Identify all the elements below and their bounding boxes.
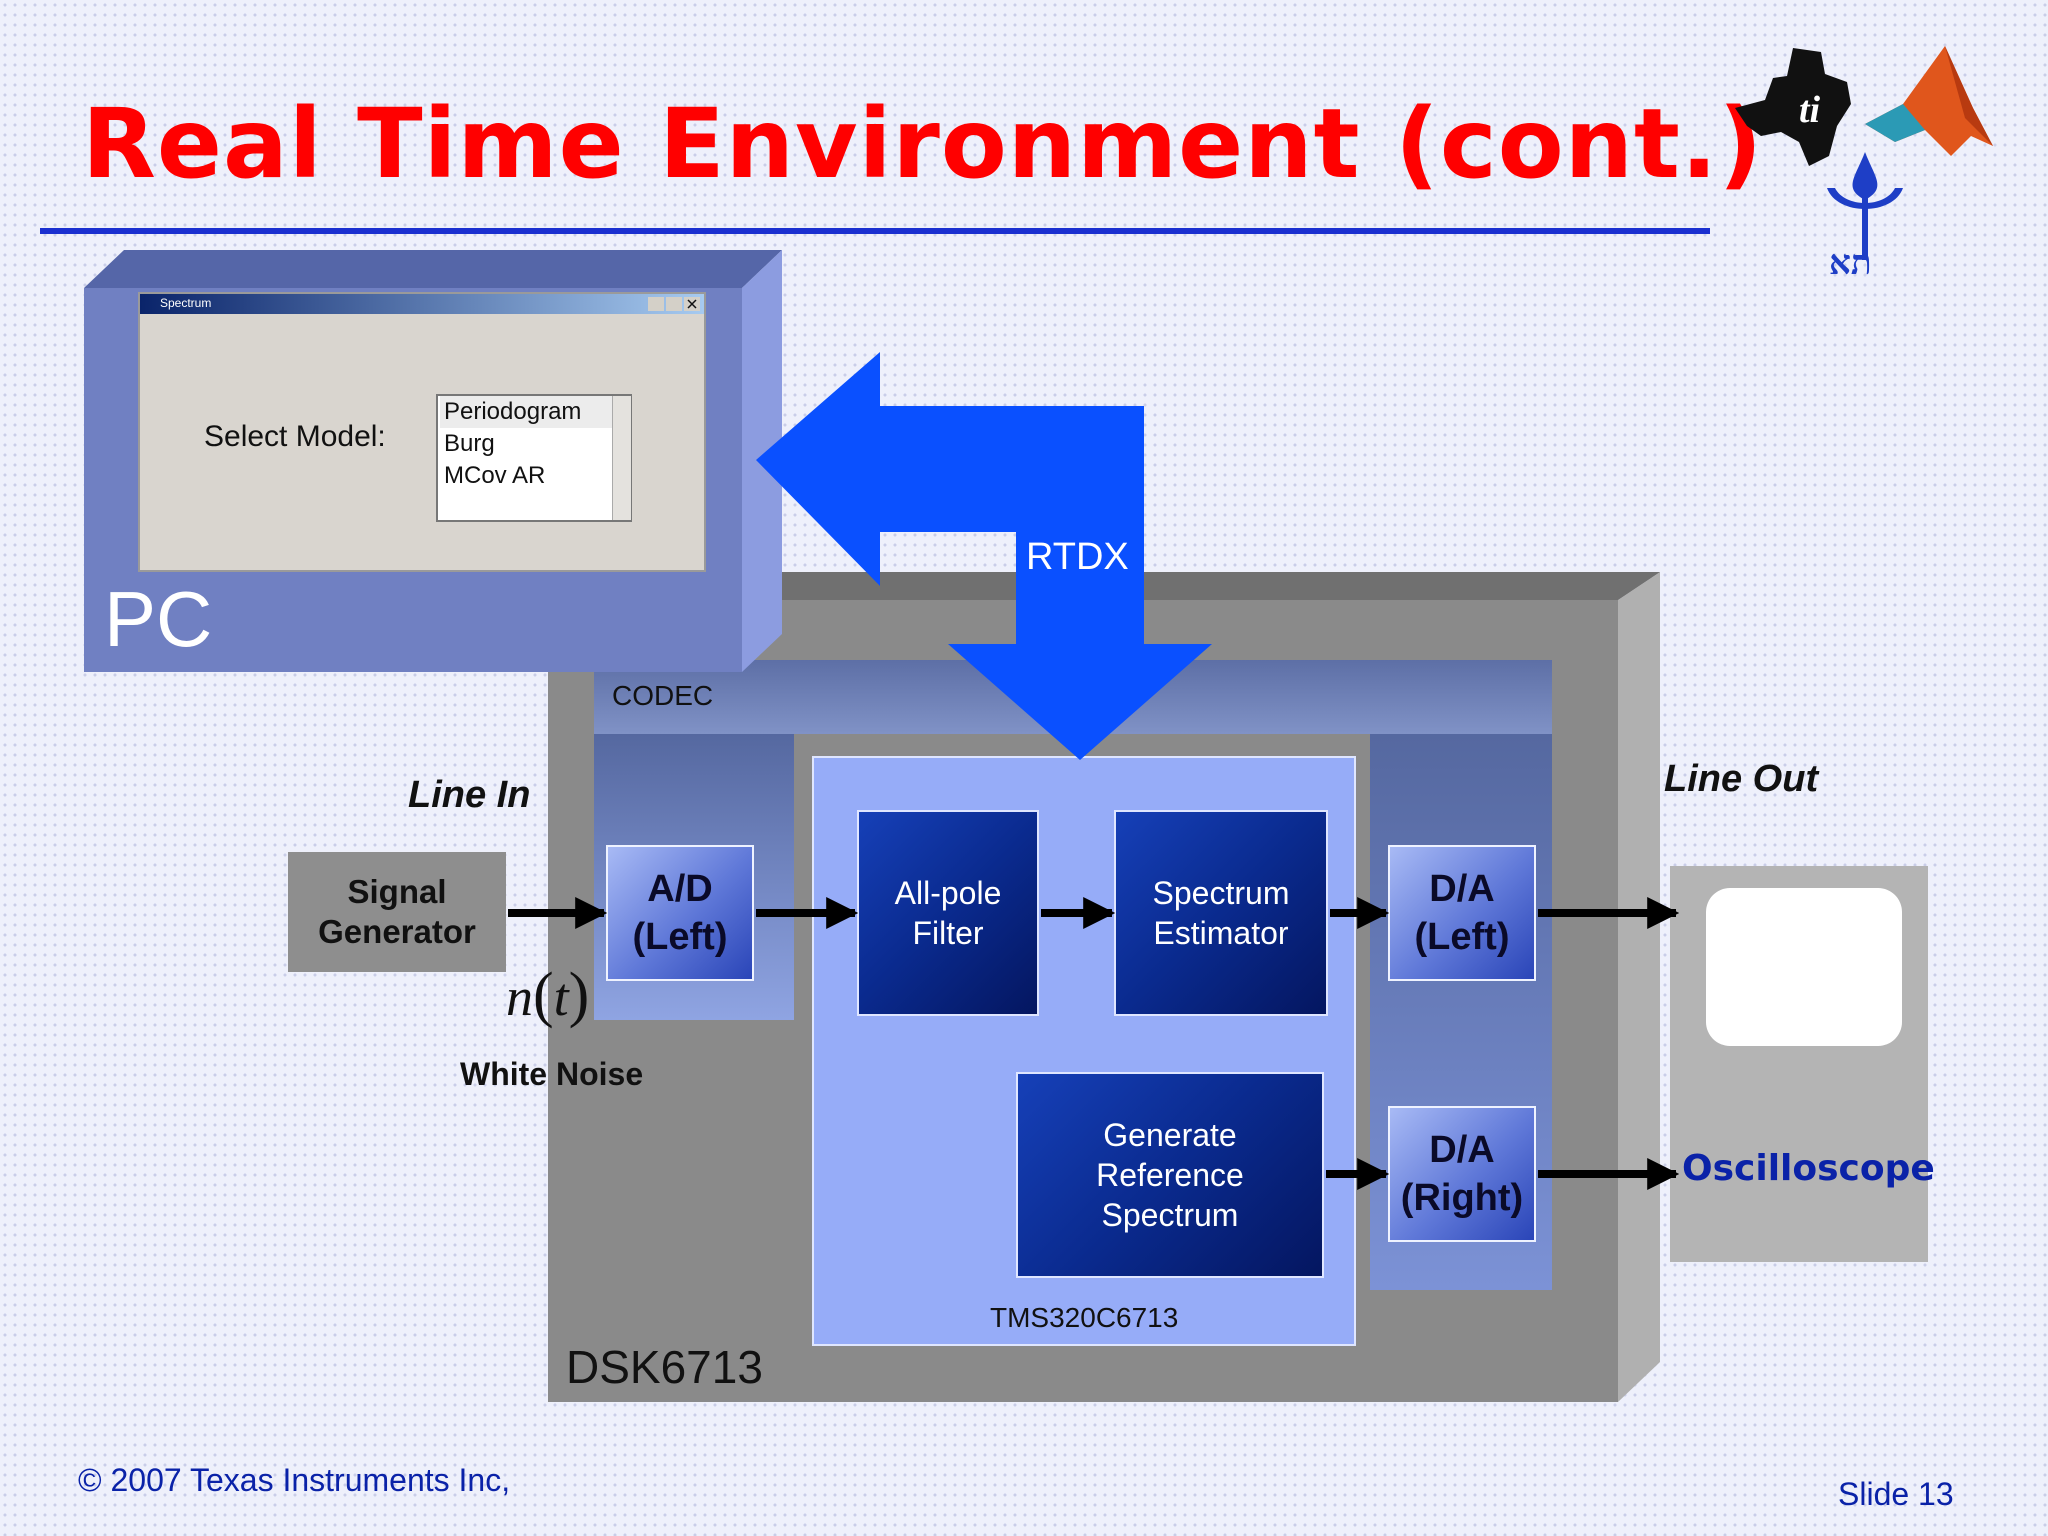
white-noise-label: White Noise: [460, 1056, 644, 1092]
dsk-label: DSK6713: [566, 1341, 763, 1393]
svg-text:ti: ti: [1799, 89, 1821, 131]
gen-ref-line-2: Reference: [1096, 1157, 1244, 1193]
model-option-periodogram[interactable]: Periodogram: [440, 396, 614, 428]
da-left-block: D/A (Left): [1388, 845, 1536, 981]
all-pole-line-1: All-pole: [894, 875, 1002, 911]
ad-left-line-2: (Left): [632, 916, 728, 958]
title-divider: [40, 228, 1710, 234]
line-in-label: Line In: [408, 774, 531, 816]
da-right-block: D/A (Right): [1388, 1106, 1536, 1242]
noise-expression: n(t): [506, 961, 590, 1029]
gen-ref-line-1: Generate: [1103, 1117, 1237, 1153]
signal-generator-line-2: Generator: [318, 913, 476, 950]
spectrum-window-titlebar: [140, 294, 704, 314]
spectrum-window-title: Spectrum: [160, 296, 212, 310]
da-left-line-1: D/A: [1429, 868, 1495, 910]
spectrum-line-1: Spectrum: [1152, 875, 1290, 911]
codec-label: CODEC: [612, 680, 714, 711]
da-right-line-1: D/A: [1429, 1129, 1495, 1171]
line-out-label: Line Out: [1664, 758, 1819, 800]
spectrum-estimator-block: Spectrum Estimator: [1114, 810, 1328, 1016]
svg-text:תא: תא: [1829, 243, 1872, 283]
model-option-mcov-ar[interactable]: MCov AR: [444, 462, 546, 489]
rtdx-label: RTDX: [1026, 536, 1129, 578]
all-pole-line-2: Filter: [912, 915, 984, 951]
model-option-burg[interactable]: Burg: [444, 430, 495, 457]
noise-function: n: [506, 967, 533, 1027]
spectrum-line-2: Estimator: [1153, 915, 1289, 951]
oscilloscope-label: Oscilloscope: [1682, 1148, 1935, 1189]
university-logo-icon: תא: [1827, 152, 1903, 283]
signal-generator-line-1: Signal: [347, 873, 447, 910]
all-pole-filter-block: All-pole Filter: [857, 810, 1039, 1016]
da-right-line-2: (Right): [1400, 1177, 1524, 1219]
pc-label: PC: [104, 575, 213, 663]
da-left-line-2: (Left): [1414, 916, 1510, 958]
model-list-scrollbar[interactable]: [612, 396, 631, 520]
gen-ref-line-3: Spectrum: [1101, 1197, 1239, 1233]
oscilloscope-screen: [1706, 888, 1902, 1046]
ad-left-line-1: A/D: [647, 868, 713, 910]
rtdx-arrow: [756, 352, 1212, 760]
select-model-label: Select Model:: [204, 420, 386, 453]
minimize-icon[interactable]: [648, 297, 664, 311]
maximize-icon[interactable]: [666, 297, 682, 311]
noise-variable: t: [553, 967, 569, 1027]
window-controls: [648, 297, 700, 311]
rtdx-arrow-shape: [756, 352, 1212, 760]
generate-reference-block: Generate Reference Spectrum: [1016, 1072, 1324, 1278]
logo-group: ti תא: [1735, 46, 1993, 283]
copyright-text: © 2007 Texas Instruments Inc,: [78, 1462, 511, 1498]
signal-generator: Signal Generator: [288, 852, 506, 972]
slide-number: Slide 13: [1838, 1476, 1954, 1512]
matlab-logo-icon: [1865, 46, 1993, 156]
dsp-label: TMS320C6713: [990, 1302, 1179, 1333]
slide-title: Real Time Environment (cont.): [82, 88, 1764, 200]
ti-logo-icon: ti: [1735, 48, 1851, 166]
ad-left-block: A/D (Left): [606, 845, 754, 981]
